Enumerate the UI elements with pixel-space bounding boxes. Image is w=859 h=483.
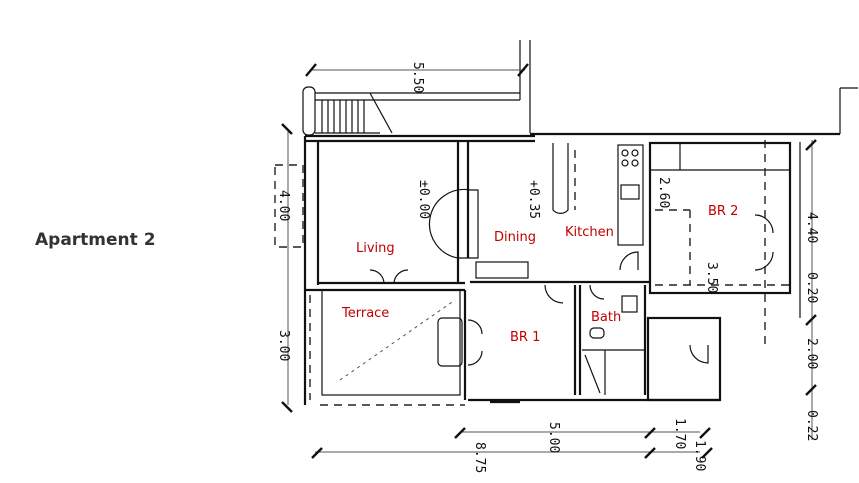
room-label-dining: Dining (494, 230, 536, 245)
svg-text:5.00: 5.00 (546, 422, 561, 453)
room-label-living: Living (356, 241, 395, 256)
dim-left-upper: 4.00 (276, 190, 291, 221)
dim-bottom-3: 1.70 (672, 418, 687, 449)
dim-right-2: 0.20 (804, 272, 819, 303)
room-label-terrace: Terrace (341, 306, 389, 321)
dim-left-lower: 3.00 (276, 330, 291, 361)
svg-text:2.00: 2.00 (804, 338, 819, 369)
svg-text:4.40: 4.40 (804, 212, 819, 243)
dimension-lines (274, 63, 817, 459)
room-label-kitchen: Kitchen (565, 225, 614, 240)
svg-text:5.50: 5.50 (410, 62, 425, 93)
svg-text:3.50: 3.50 (704, 262, 719, 293)
room-label-br1: BR 1 (510, 330, 540, 345)
apartment-title: Apartment 2 (35, 230, 156, 250)
svg-text:3.00: 3.00 (276, 330, 291, 361)
dim-right-1: 4.40 (804, 212, 819, 243)
dim-bottom-2: 8.75 (472, 442, 487, 473)
walls (303, 40, 858, 406)
svg-text:1.90: 1.90 (692, 440, 707, 471)
svg-text:+0.35: +0.35 (526, 180, 541, 219)
dim-right-4: 0.22 (804, 410, 819, 441)
dim-bottom-4: 1.90 (692, 440, 707, 471)
room-label-bath: Bath (591, 310, 621, 325)
dim-right-3: 2.00 (804, 338, 819, 369)
room-label-br2: BR 2 (708, 204, 738, 219)
svg-text:2.60: 2.60 (656, 177, 671, 208)
svg-text:1.70: 1.70 (672, 418, 687, 449)
dim-bottom-1: 5.00 (546, 422, 561, 453)
svg-text:±0.00: ±0.00 (416, 180, 431, 219)
level-marker-dining: +0.35 (526, 180, 541, 219)
dim-top: 5.50 (410, 62, 425, 93)
svg-text:4.00: 4.00 (276, 190, 291, 221)
level-marker-living: ±0.00 (416, 180, 431, 219)
svg-text:0.20: 0.20 (804, 272, 819, 303)
dim-br2-width: 3.50 (704, 262, 719, 293)
dim-kitchen-width: 2.60 (656, 177, 671, 208)
staircase (302, 86, 520, 136)
svg-text:8.75: 8.75 (472, 442, 487, 473)
svg-text:0.22: 0.22 (804, 410, 819, 441)
